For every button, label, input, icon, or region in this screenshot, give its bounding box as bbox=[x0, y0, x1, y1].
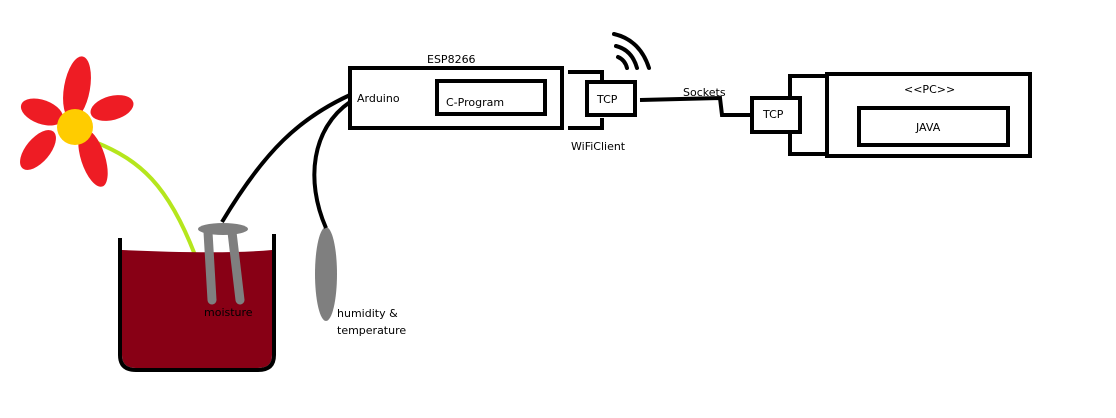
java-box bbox=[857, 106, 1010, 147]
sensor-probe bbox=[227, 227, 245, 305]
sensor-head bbox=[198, 223, 248, 235]
temperature-label: temperature bbox=[337, 324, 406, 337]
flower-petal bbox=[63, 56, 91, 120]
tcp-right-bracket bbox=[788, 132, 826, 156]
pot-outline bbox=[118, 234, 276, 372]
plant-pot bbox=[118, 234, 276, 372]
tcp-right-box bbox=[750, 96, 802, 134]
wificlient-label: WiFiClient bbox=[571, 140, 626, 153]
sockets-wire bbox=[639, 95, 752, 117]
flower-petal bbox=[78, 129, 108, 187]
esp-box bbox=[348, 66, 564, 130]
c-program-box bbox=[435, 79, 547, 116]
wire-humidity bbox=[312, 100, 352, 229]
sockets-label: Sockets bbox=[683, 86, 726, 99]
sensor-probe bbox=[203, 227, 217, 305]
flower-petal bbox=[20, 98, 64, 126]
tcp-left-bracket bbox=[568, 118, 604, 130]
moisture-label: moisture bbox=[204, 306, 253, 319]
pc-label: <<PC>> bbox=[904, 83, 955, 96]
humidity-label: humidity & bbox=[337, 307, 398, 320]
tcp-right-label: TCP bbox=[762, 108, 784, 121]
pc-box bbox=[825, 72, 1032, 158]
moisture-sensor bbox=[198, 223, 248, 305]
wifi-signal-icon bbox=[612, 32, 651, 70]
c-program-label: C-Program bbox=[446, 96, 504, 109]
esp-label: ESP8266 bbox=[427, 53, 476, 66]
tcp-right-bracket bbox=[788, 74, 826, 98]
tcp-left-label: TCP bbox=[596, 93, 618, 106]
flower-petal bbox=[20, 130, 56, 170]
flower-icon bbox=[20, 56, 197, 256]
flower-center bbox=[57, 109, 93, 145]
flower-stem bbox=[94, 140, 197, 256]
humidity-sensor bbox=[315, 227, 337, 321]
flower-petal bbox=[90, 95, 134, 121]
wire-moisture bbox=[220, 93, 351, 224]
tcp-left-bracket bbox=[568, 70, 604, 82]
java-label: JAVA bbox=[915, 121, 941, 134]
arduino-label: Arduino bbox=[357, 92, 400, 105]
tcp-left-box bbox=[585, 80, 637, 117]
